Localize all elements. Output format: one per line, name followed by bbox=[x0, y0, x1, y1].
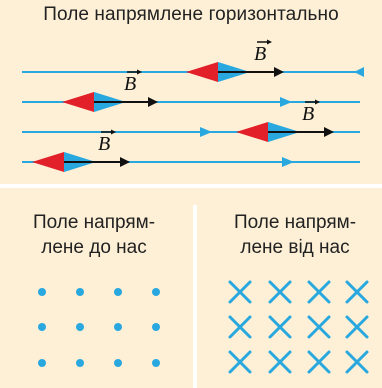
b-vector-label-1: B bbox=[254, 39, 272, 65]
compass-needle-3 bbox=[236, 122, 334, 142]
b-vector-label-4: B bbox=[98, 129, 116, 155]
field-cross bbox=[307, 280, 331, 304]
field-dot bbox=[76, 288, 84, 296]
field-cross bbox=[345, 350, 369, 374]
caption-away-from-us: Поле напрям- лене від нас bbox=[214, 210, 376, 260]
dots-grid bbox=[38, 288, 160, 367]
field-dot bbox=[152, 359, 160, 367]
field-cross bbox=[307, 315, 331, 339]
field-cross bbox=[307, 350, 331, 374]
svg-text:B: B bbox=[124, 73, 136, 95]
field-dot bbox=[76, 323, 84, 331]
caption-toward-us-line2: лене до нас bbox=[41, 237, 147, 258]
caption-away-from-us-line1: Поле напрям- bbox=[233, 212, 357, 233]
panel-title: Поле напрямлене горизонтально bbox=[43, 4, 339, 25]
caption-toward-us: Поле напрям- лене до нас bbox=[14, 210, 174, 260]
crosses-grid bbox=[228, 280, 369, 374]
field-cross bbox=[345, 280, 369, 304]
field-dot bbox=[152, 288, 160, 296]
field-cross bbox=[268, 315, 292, 339]
svg-text:B: B bbox=[98, 133, 110, 155]
field-cross bbox=[345, 315, 369, 339]
field-cross bbox=[268, 280, 292, 304]
field-dot bbox=[38, 359, 46, 367]
compass-needle-4 bbox=[32, 152, 130, 172]
field-dot bbox=[114, 359, 122, 367]
compass-needle-2 bbox=[62, 92, 158, 112]
field-cross bbox=[228, 350, 252, 374]
field-cross bbox=[268, 350, 292, 374]
b-vector-label-2: B bbox=[124, 69, 142, 95]
compass-needle-1 bbox=[186, 62, 284, 82]
svg-text:B: B bbox=[302, 103, 314, 125]
field-cross bbox=[228, 280, 252, 304]
b-vector-label-3: B bbox=[302, 99, 320, 125]
field-dot bbox=[152, 323, 160, 331]
field-dot bbox=[76, 359, 84, 367]
field-cross bbox=[228, 315, 252, 339]
field-dot bbox=[38, 323, 46, 331]
svg-text:B: B bbox=[254, 43, 266, 65]
field-dot bbox=[114, 288, 122, 296]
caption-away-from-us-line2: лене від нас bbox=[240, 237, 350, 258]
field-dot bbox=[114, 323, 122, 331]
caption-toward-us-line1: Поле напрям- bbox=[32, 212, 156, 233]
field-dot bbox=[38, 288, 46, 296]
